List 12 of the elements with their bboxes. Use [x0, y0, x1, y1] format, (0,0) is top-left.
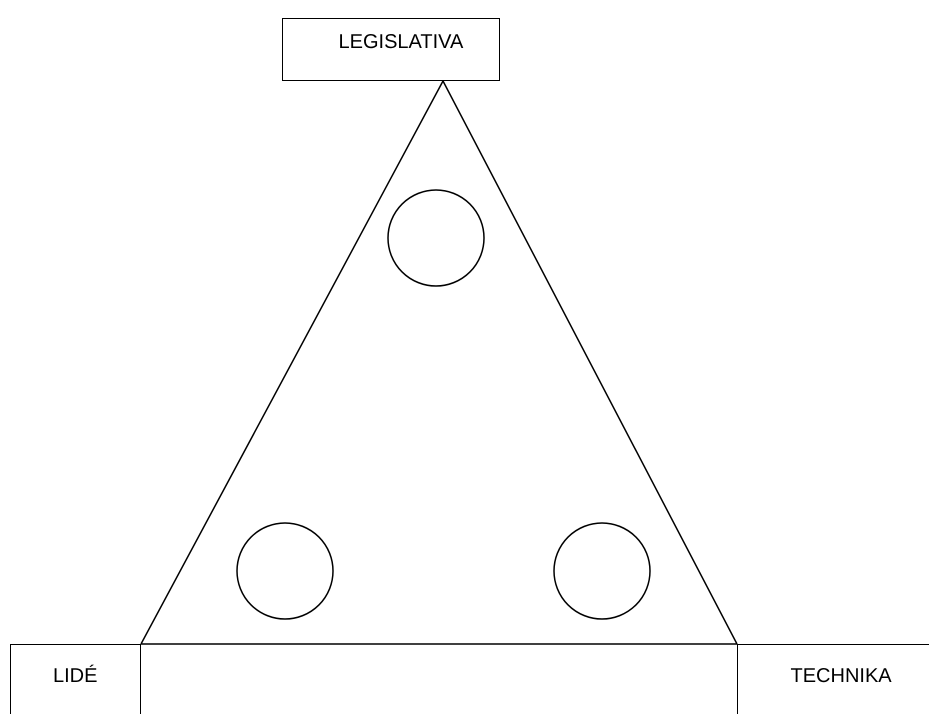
triangle-side-line [141, 643, 737, 645]
box-label: LEGISLATIVA [338, 31, 464, 54]
triangle-side-line [442, 80, 738, 644]
empty-circle [236, 522, 334, 620]
box-label: TECHNIKA [790, 665, 892, 688]
box-label: LIDÉ [53, 665, 98, 688]
label-box [282, 18, 500, 81]
label-box [737, 644, 929, 714]
triangle-side-line [140, 80, 444, 644]
empty-circle [553, 522, 651, 620]
empty-circle [387, 189, 485, 287]
label-box [10, 644, 141, 714]
